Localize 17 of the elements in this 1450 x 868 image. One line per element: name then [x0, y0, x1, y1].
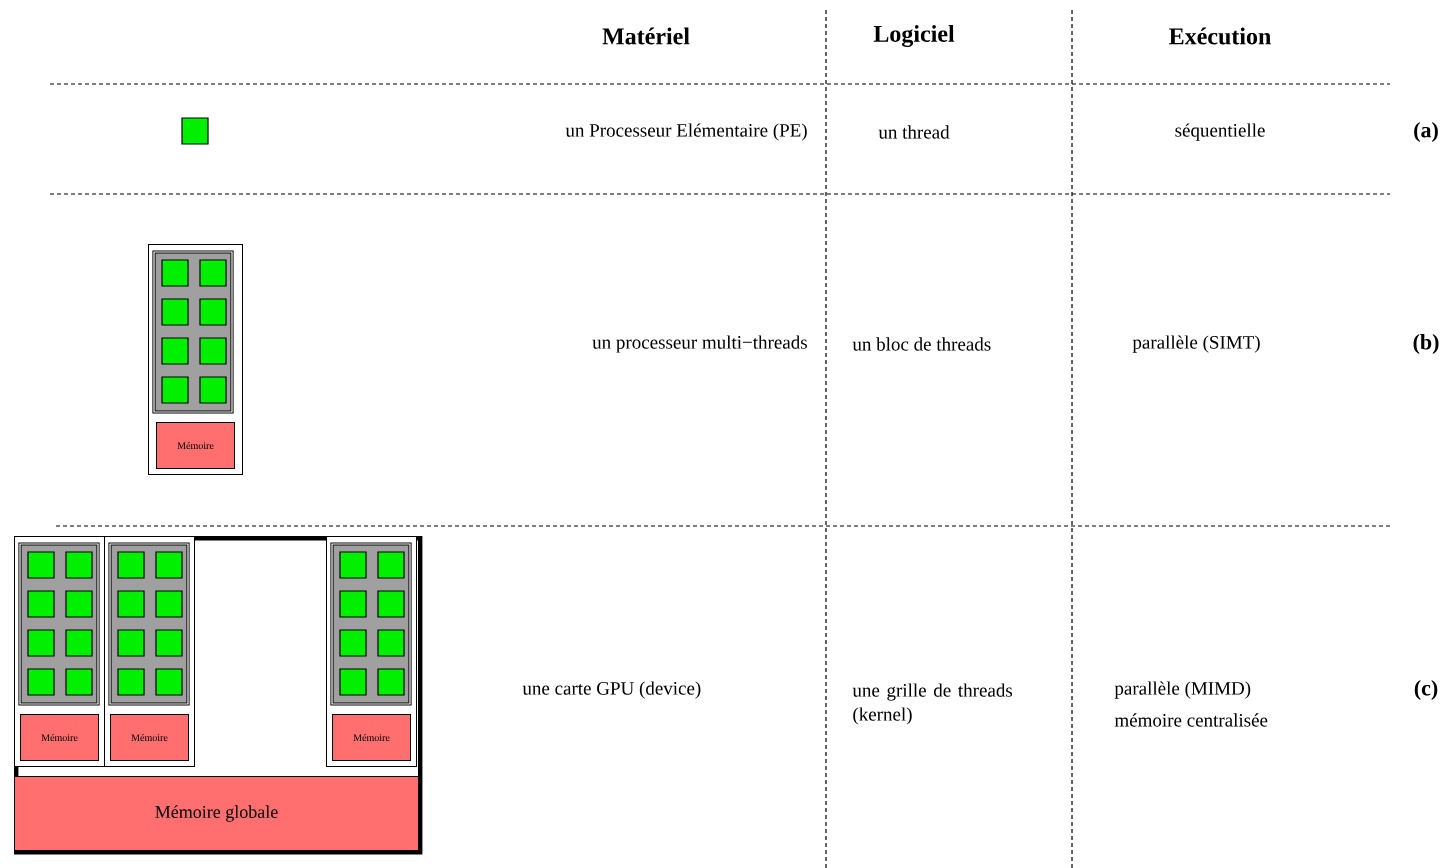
row-label: (b) — [1413, 334, 1439, 354]
table-cell: mémoire centralisée — [1114, 713, 1268, 727]
table-cell: une carte GPU (device) — [522, 681, 701, 699]
row-label: (c) — [1414, 680, 1438, 700]
table-cell: un bloc de threads — [852, 337, 991, 351]
table-cell: un thread — [878, 125, 950, 139]
table-cell: parallèle (MIMD) — [1114, 681, 1251, 699]
table-cell: séquentielle — [1175, 123, 1265, 141]
global-memory-box: Mémoire globale — [14, 776, 419, 851]
table-cell: un processeur multi−threads — [592, 335, 807, 353]
column-header: Exécution — [1169, 27, 1271, 45]
table-cell: un Processeur Elémentaire (PE) — [565, 123, 807, 141]
column-header: Logiciel — [873, 25, 955, 47]
column-header: Matériel — [602, 27, 690, 45]
table-cell: parallèle (SIMT) — [1132, 335, 1260, 353]
table-cell: une grille de threads (kernel) — [852, 683, 1013, 725]
row-label: (a) — [1414, 122, 1438, 142]
